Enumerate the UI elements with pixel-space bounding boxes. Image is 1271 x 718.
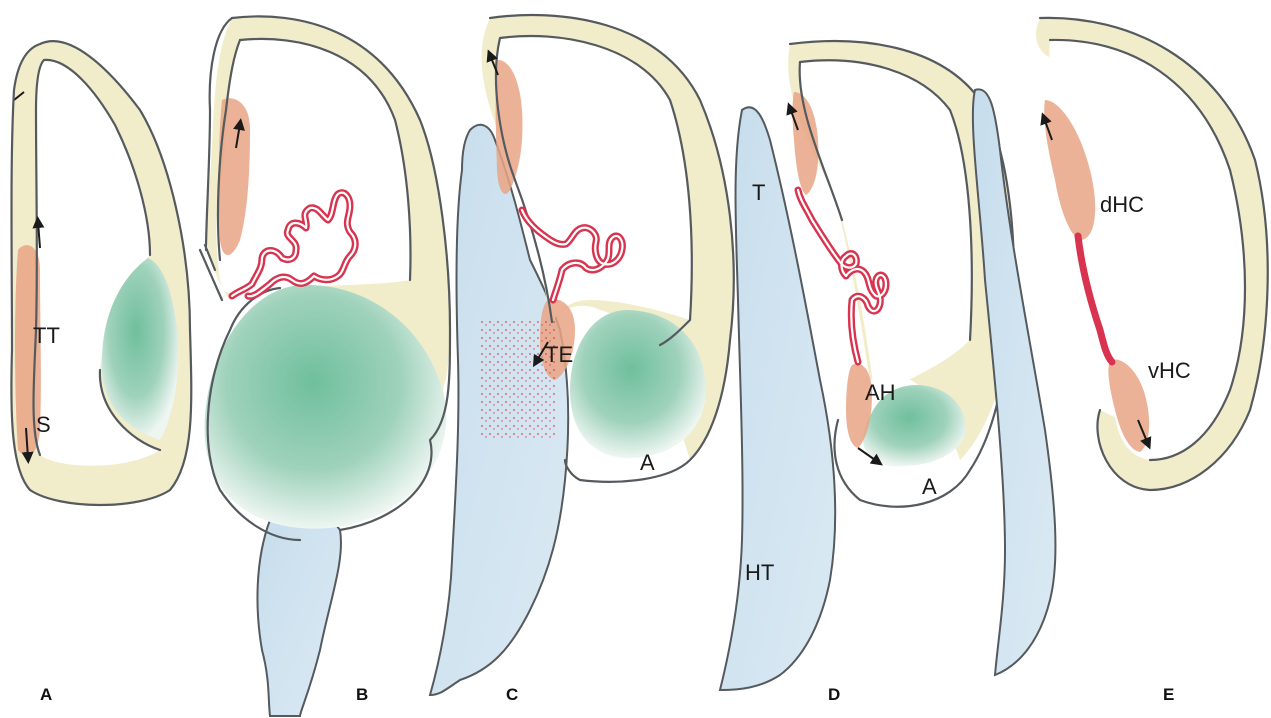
panel-c-dot-cloud — [480, 320, 555, 440]
label-ah: AH — [865, 380, 896, 405]
panel-label-e: E — [1163, 685, 1174, 704]
panel-e: dHC vHC — [973, 18, 1268, 675]
panel-d-thalamus — [720, 107, 835, 690]
panel-b-diencephalon — [257, 515, 341, 716]
panel-a: TT S — [11, 41, 191, 505]
label-t: T — [752, 180, 765, 205]
label-a-c: A — [640, 450, 655, 475]
panel-label-c: C — [506, 685, 518, 704]
label-tt: TT — [33, 323, 60, 348]
panel-d-ventricle — [800, 60, 972, 400]
panel-label-a: A — [40, 685, 52, 704]
label-te: TE — [545, 342, 573, 367]
label-ht: HT — [745, 560, 774, 585]
panel-d: T HT AH A — [720, 41, 1014, 690]
label-dhc: dHC — [1100, 192, 1144, 217]
panel-c: TE A — [430, 15, 734, 695]
panel-label-b: B — [356, 685, 368, 704]
panel-b — [200, 16, 450, 716]
label-a-d: A — [922, 474, 937, 499]
label-s: S — [36, 412, 51, 437]
panel-label-d: D — [828, 685, 840, 704]
label-vhc: vHC — [1148, 358, 1191, 383]
